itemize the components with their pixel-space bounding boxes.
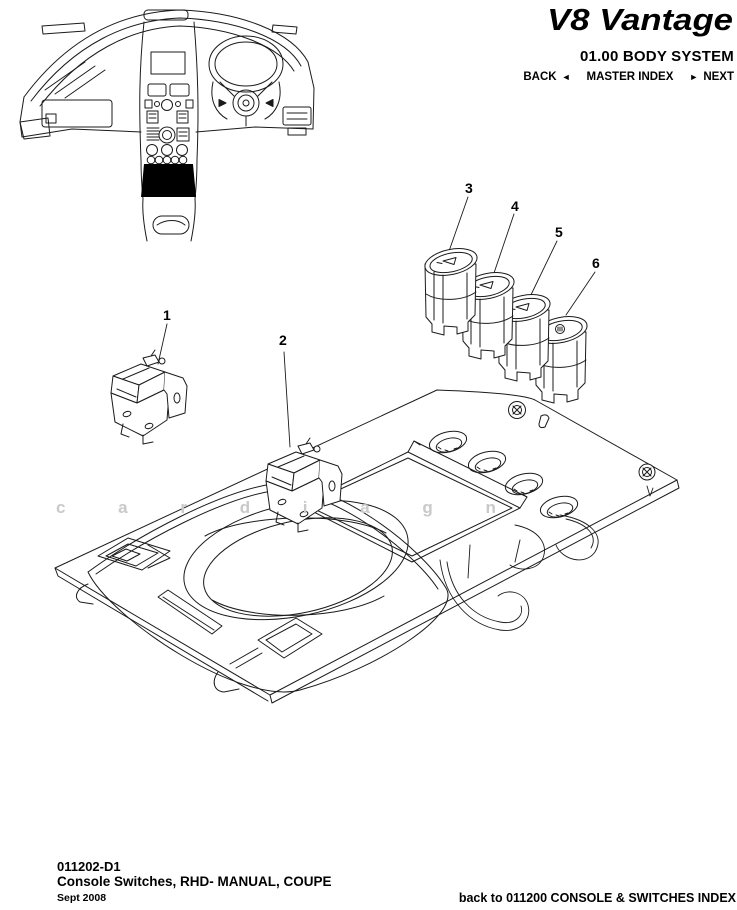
switch-1-illustration [110,349,188,445]
switch-2-illustration [265,437,343,533]
next-link[interactable]: NEXT [703,71,734,83]
drawing-date: Sept 2008 [57,892,107,904]
callout-5: 5 [555,224,563,240]
callout-3: 3 [465,180,473,196]
back-arrow-icon[interactable]: ◄ [561,72,571,82]
callout-2: 2 [279,332,287,348]
back-link[interactable]: BACK [523,71,557,83]
highlight-console-area [141,164,196,197]
switch-3 [424,248,478,336]
callout-4: 4 [511,198,519,214]
drawing-number: 011202-D1 [57,859,121,874]
mounting-bracket [439,514,599,631]
section-title: 01.00 BODY SYSTEM [579,48,734,65]
drawing-title: Console Switches, RHD- MANUAL, COUPE [57,874,332,889]
console-panel-illustration [54,389,680,704]
callout-6: 6 [592,255,600,271]
brand-logo: V8 Vantage [547,2,733,37]
dashboard-location-illustration [19,9,315,242]
switch-pack-illustration [424,248,588,404]
switch-apertures [428,430,579,519]
watermark: c a r d i a g n [56,498,520,517]
next-arrow-icon[interactable]: ► [689,72,699,82]
page-navigation: BACK ◄ MASTER INDEX ► NEXT [523,71,734,83]
callout-1: 1 [163,307,171,323]
back-to-index-link[interactable]: back to 011200 CONSOLE & SWITCHES INDEX [458,891,736,905]
master-index-link[interactable]: MASTER INDEX [586,71,674,83]
